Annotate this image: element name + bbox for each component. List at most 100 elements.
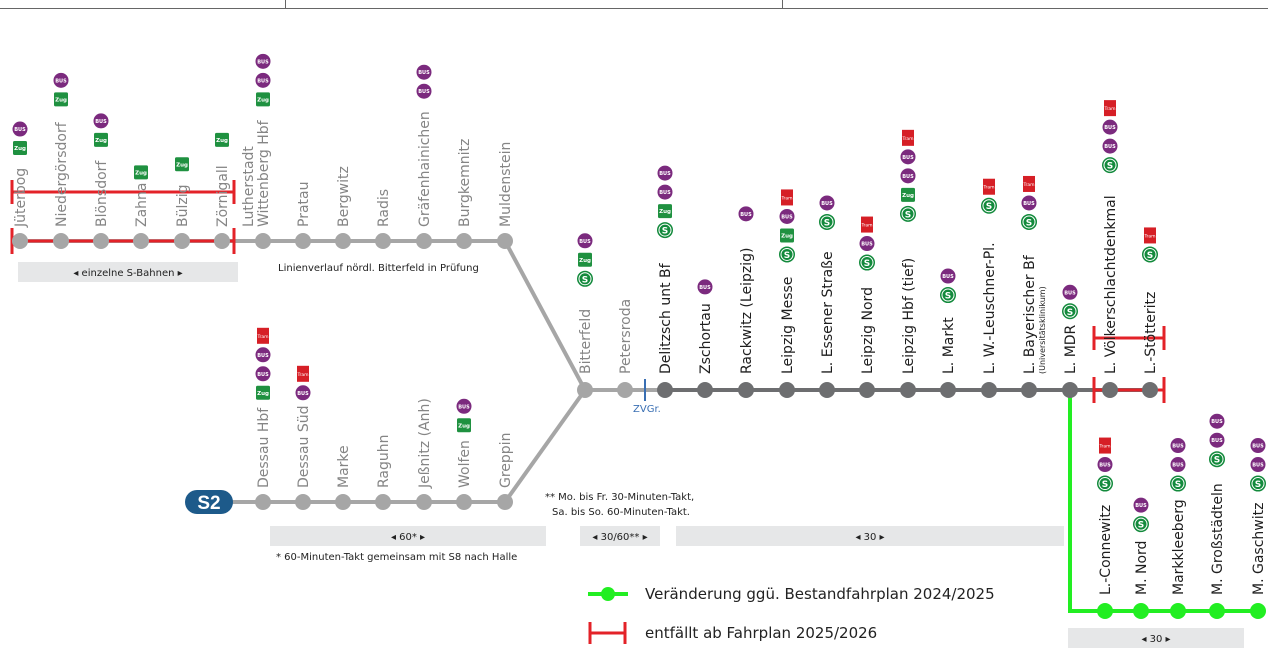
svg-text:S: S [1026, 218, 1032, 228]
station: Bergwitz [335, 166, 352, 249]
tram-icon: Tram [860, 216, 873, 233]
zug-icon: Zug [94, 132, 108, 147]
sbahn-icon: S [1062, 303, 1078, 320]
svg-text:Zug: Zug [781, 233, 793, 239]
tram-icon: Tram [901, 129, 914, 146]
station-dot [779, 382, 795, 398]
table-remnant-cell-3 [782, 0, 1268, 9]
bus-icon: BUS [416, 83, 432, 99]
svg-text:Tram: Tram [256, 334, 268, 340]
freq-bar-einzelne [18, 262, 238, 282]
station-dot [1097, 603, 1113, 619]
svg-text:Zug: Zug [257, 391, 269, 397]
svg-text:S: S [1214, 456, 1220, 466]
svg-text:BUS: BUS [740, 212, 752, 218]
svg-text:Zug: Zug [135, 170, 147, 176]
zug-icon: Zug [215, 132, 229, 147]
bus-icon: BUS [456, 398, 472, 414]
station: Radis [375, 189, 392, 249]
station-name: L.-Connewitz [1098, 505, 1114, 595]
svg-text:S: S [1255, 480, 1261, 490]
station-name: Radis [376, 189, 392, 227]
svg-text:S: S [1138, 521, 1144, 531]
station-name: Jüterbog [13, 168, 29, 228]
svg-text:S: S [945, 292, 951, 302]
svg-text:S: S [824, 218, 830, 228]
sbahn-icon: S [1097, 475, 1113, 492]
note-sixty: * 60-Minuten-Takt gemeinsam mit S8 nach … [276, 552, 517, 563]
bus-icon: BUS [900, 149, 916, 165]
note-weekday-1: ** Mo. bis Fr. 30-Minuten-Takt, [545, 492, 694, 503]
svg-text:BUS: BUS [458, 404, 470, 410]
freq-30-60-text: ◂ 30/60** ▸ [592, 532, 647, 543]
note-weekday-2: Sa. bis So. 60-Minuten-Takt. [552, 507, 690, 518]
zug-icon: Zug [578, 252, 592, 267]
svg-text:S: S [1107, 162, 1113, 172]
station-name: Dessau Süd [296, 405, 312, 488]
svg-text:BUS: BUS [861, 242, 873, 248]
svg-text:BUS: BUS [1252, 444, 1264, 450]
zug-icon: Zug [901, 187, 915, 202]
zug-icon: Zug [54, 92, 68, 107]
station-subname: (Universitätsklinikum) [1038, 286, 1047, 374]
tram-icon: Tram [1022, 175, 1035, 192]
station-dot [497, 233, 513, 249]
svg-text:Tram: Tram [1103, 106, 1115, 112]
bus-icon: BUS [1209, 432, 1225, 448]
svg-text:BUS: BUS [1211, 419, 1223, 425]
station-dot [416, 494, 432, 510]
svg-text:BUS: BUS [257, 372, 269, 378]
sbahn-icon: S [1170, 475, 1186, 492]
station: Petersroda [617, 299, 634, 398]
sbahn-icon: S [859, 254, 875, 271]
svg-text:S: S [784, 251, 790, 261]
bus-icon: BUS [697, 279, 713, 295]
station-name: Leipzig Messe [780, 277, 796, 374]
freq-bar-60 [270, 526, 546, 546]
cancellation-marks [10, 180, 1166, 403]
station-name: Rackwitz (Leipzig) [739, 248, 755, 374]
frequency-bars: ◂ einzelne S-Bahnen ▸ ◂ 60* ▸ ◂ 30/60** … [18, 262, 1244, 648]
sbahn-icon: S [819, 213, 835, 230]
bus-icon: BUS [255, 72, 271, 88]
station-name: Leipzig Hbf (tief) [901, 258, 917, 374]
svg-text:BUS: BUS [14, 127, 26, 133]
station: Burgkemnitz [456, 139, 473, 249]
station-dot [335, 233, 351, 249]
svg-text:BUS: BUS [1172, 463, 1184, 469]
table-remnant-cell-2 [285, 0, 783, 9]
svg-text:S: S [1147, 251, 1153, 261]
station-dot [697, 382, 713, 398]
svg-text:BUS: BUS [659, 190, 671, 196]
svg-text:Zug: Zug [659, 209, 671, 215]
svg-text:BUS: BUS [418, 70, 430, 76]
svg-text:Zug: Zug [176, 162, 188, 168]
station-dot [133, 233, 149, 249]
station-name: M. Großstädteln [1210, 483, 1226, 595]
station-name: Blönsdorf [94, 160, 110, 227]
station-dot [900, 382, 916, 398]
bus-icon: BUS [859, 236, 875, 252]
bus-icon: BUS [657, 165, 673, 181]
green-changed-track [1068, 390, 1258, 613]
zvgr-label: ZVGr. [633, 404, 661, 415]
station-dot [53, 233, 69, 249]
station-dot [1133, 603, 1149, 619]
station-name: Marke [336, 445, 352, 488]
station-name: Pratau [296, 182, 312, 227]
svg-text:BUS: BUS [257, 78, 269, 84]
station-dot [93, 233, 109, 249]
